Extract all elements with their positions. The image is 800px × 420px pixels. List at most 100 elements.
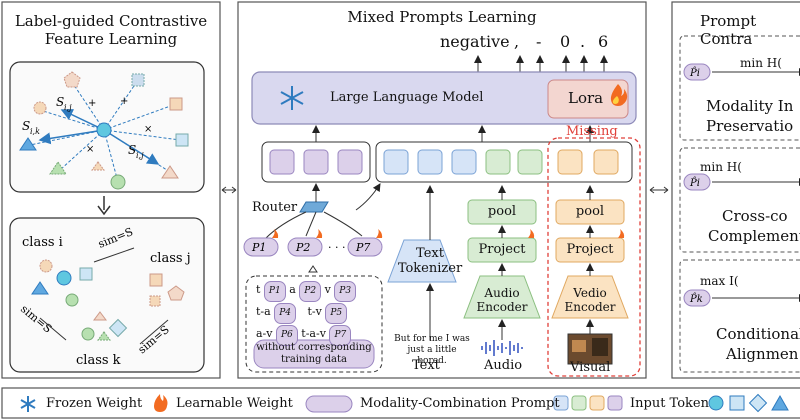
formula-2: min H( xyxy=(700,160,742,174)
panel-link-right xyxy=(649,186,669,194)
label-sij-2: S xyxy=(128,143,136,157)
class-j-label: class j xyxy=(150,251,191,266)
formula-3: max I( xyxy=(700,274,739,288)
legend-token-orange xyxy=(589,395,605,411)
lora-label: Lora xyxy=(568,89,604,107)
left-panel-frame xyxy=(1,1,221,379)
class-i-label: class i xyxy=(22,235,63,250)
svg-text:×: × xyxy=(144,124,152,135)
audio-project-label: Project xyxy=(478,242,526,257)
svg-text:i,j: i,j xyxy=(136,151,144,160)
missing-region xyxy=(547,137,641,377)
svg-text:i,j: i,j xyxy=(64,103,72,112)
output-zero: 0 xyxy=(560,32,571,51)
pentagon-shape xyxy=(63,71,81,88)
ray-sij2 xyxy=(103,129,160,165)
router-branch-arrows xyxy=(265,211,363,239)
square-shape xyxy=(131,73,145,87)
circle-shape xyxy=(33,101,47,115)
prompt-token-group xyxy=(261,141,371,183)
right-panel-title: Prompt Contra xyxy=(700,12,757,48)
output-arrows xyxy=(474,55,608,72)
legend-frame xyxy=(1,387,800,419)
without-note-box xyxy=(253,339,375,369)
middle-panel-title: Mixed Prompts Learning xyxy=(347,8,537,26)
prompt-table-box xyxy=(245,275,383,373)
formula-1: min H( xyxy=(740,56,782,70)
modality-audio-label: Audio xyxy=(484,358,523,373)
panel-link-left xyxy=(221,186,237,194)
modality-token-group xyxy=(375,141,633,183)
right-section-2-label: Cross-co Complementa xyxy=(708,207,800,245)
triangle-shape-3 xyxy=(161,165,179,179)
prompt-pill-pi-1 xyxy=(683,63,711,81)
sample-text: But for me I was just a little bored. xyxy=(394,334,470,366)
legend-snowflake-icon xyxy=(20,396,36,412)
legend-token-green xyxy=(571,395,587,411)
prompt-p1 xyxy=(243,237,279,257)
right-section-2 xyxy=(679,147,800,253)
llm-label: Large Language Model xyxy=(330,90,484,105)
video-pool-label: pool xyxy=(575,204,605,219)
right-panel-frame xyxy=(671,1,800,379)
prompt-table: t P1 a P2 v P3 t-a P4 t-v P5 a-v P6 t-a-… xyxy=(256,280,380,346)
class-sim-arrows xyxy=(39,247,169,345)
router-shape xyxy=(299,201,329,213)
without-note: without corresponding training data xyxy=(256,342,372,365)
label-sij: S xyxy=(56,95,64,109)
legend-prompt-pill xyxy=(305,395,353,413)
prompt-p2 xyxy=(287,237,323,257)
prompt-p7 xyxy=(347,237,383,257)
square-shape-2 xyxy=(169,97,183,111)
svg-text:P̂i: P̂i xyxy=(689,67,700,79)
triangle-shape-2 xyxy=(49,161,67,175)
prompt-pill-pk xyxy=(683,289,711,307)
legend-prompt-label: Modality-Combination Prompt xyxy=(360,396,560,411)
triangle-shape xyxy=(19,137,37,151)
square-shape-3 xyxy=(175,133,189,147)
legend-flame-icon xyxy=(154,394,168,412)
legend-learnable-label: Learnable Weight xyxy=(176,396,293,411)
video-encoder-shape xyxy=(551,275,629,319)
llm-input-arrows xyxy=(312,125,594,142)
left-panel-title: Label-guided Contrastive Feature Learnin… xyxy=(14,12,208,48)
prompt-p7-label: P7 xyxy=(355,241,370,254)
svg-text:i,k: i,k xyxy=(30,127,40,136)
svg-text:+: + xyxy=(88,98,96,109)
class-k-label: class k xyxy=(76,353,121,368)
llm-box xyxy=(251,71,637,125)
text-tokenizer-label: Text Tokenizer xyxy=(397,246,463,276)
legend-token-purple xyxy=(607,395,623,411)
video-project-label: Project xyxy=(566,242,614,257)
right-section-1-label: Modality In Preservatio xyxy=(706,97,794,135)
class-shapes xyxy=(31,259,185,341)
legend-shapes xyxy=(708,393,789,413)
audio-encoder-shape xyxy=(463,275,541,319)
anchor-sample xyxy=(96,122,112,138)
label-sik: S xyxy=(22,119,30,133)
modality-visual-label: Visual xyxy=(570,360,611,375)
output-comma: , xyxy=(514,32,520,51)
prompt-table-row-2: t-a P4 t-v P5 xyxy=(256,302,380,324)
output-negative: negative xyxy=(440,32,510,51)
output-six: 6 xyxy=(598,32,609,51)
table-to-prompts-arrow xyxy=(308,265,318,273)
text-tokenizer-shape xyxy=(387,239,457,283)
missing-label: Missing xyxy=(566,124,618,139)
down-arrow xyxy=(97,196,111,216)
triangle-shape-4 xyxy=(91,161,105,171)
video-encoder-label: Vedio Encoder xyxy=(564,286,616,314)
text-to-router-arrow xyxy=(355,183,381,211)
svg-text:P̂i: P̂i xyxy=(689,177,700,189)
svg-text:P̂k: P̂k xyxy=(689,293,703,305)
ray-sij xyxy=(60,109,105,131)
legend-token-label: Input Token xyxy=(630,396,709,411)
output-minus: - xyxy=(536,32,542,51)
audio-encoder-label: Audio Encoder xyxy=(476,286,528,314)
audio-pool-label: pool xyxy=(487,204,517,219)
svg-text:×: × xyxy=(86,144,94,155)
svg-text:· · ·: · · · xyxy=(328,241,345,254)
modality-text-label: Text xyxy=(412,358,440,373)
circle-shape-2 xyxy=(110,174,126,190)
